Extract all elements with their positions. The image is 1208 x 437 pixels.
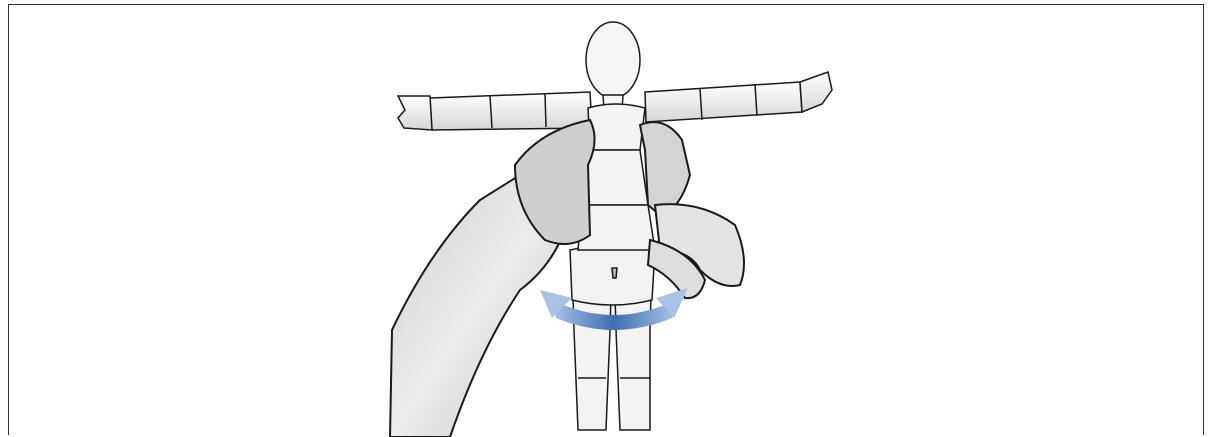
mannequin-pelvis: [570, 245, 655, 305]
mannequin-head: [586, 22, 640, 110]
